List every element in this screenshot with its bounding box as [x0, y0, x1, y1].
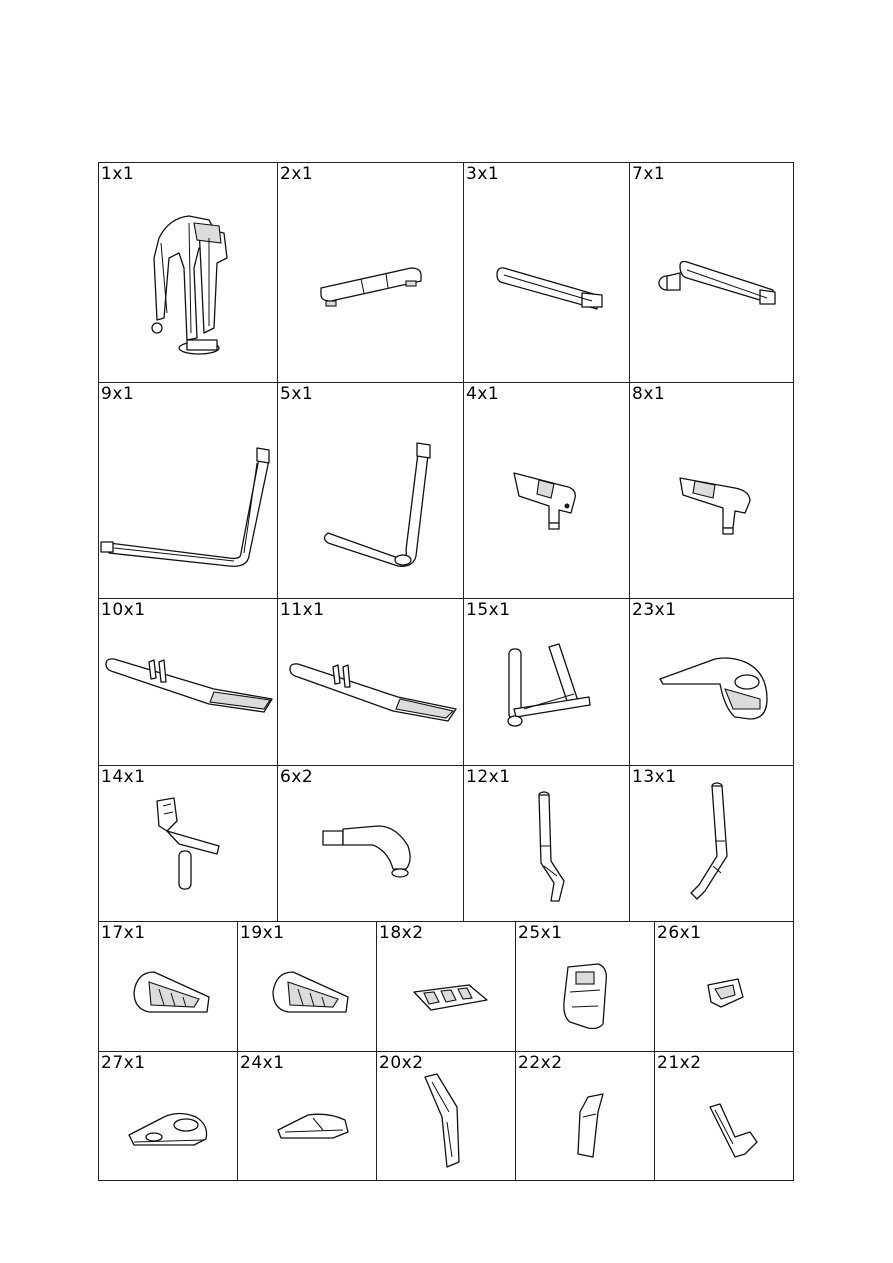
console-mast-icon — [149, 796, 229, 896]
part-label: 10x1 — [101, 600, 146, 620]
part-label: 27x1 — [101, 1053, 146, 1073]
part-label: 24x1 — [240, 1053, 285, 1073]
part-label: 3x1 — [466, 164, 500, 184]
right-pedal-icon — [268, 967, 353, 1022]
part-cell: 10x1 — [98, 598, 278, 766]
part-cell: 8x1 — [629, 382, 794, 599]
part-cell: 27x1 — [98, 1051, 238, 1181]
part-cell: 24x1 — [237, 1051, 377, 1181]
rear-stabilizer-tube-icon — [492, 263, 607, 318]
part-cell: 6x2 — [277, 765, 464, 922]
right-pedal-arm-icon — [288, 659, 460, 729]
part-cell: 26x1 — [654, 921, 794, 1052]
part-cell: 15x1 — [463, 598, 630, 766]
left-bracket-icon — [509, 468, 589, 538]
part-label: 7x1 — [632, 164, 666, 184]
part-cell: 7x1 — [629, 162, 794, 383]
handlebar-post-icon — [494, 639, 599, 739]
left-pedal-icon — [129, 967, 214, 1022]
right-support-frame-icon — [318, 438, 438, 568]
part-label: 15x1 — [466, 600, 511, 620]
right-bracket-icon — [675, 473, 760, 543]
part-label: 17x1 — [101, 923, 146, 943]
main-frame-assembly-icon — [139, 208, 239, 358]
connecting-tube-icon — [655, 258, 780, 318]
part-label: 2x1 — [280, 164, 314, 184]
part-cell: 23x1 — [629, 598, 794, 766]
front-stabilizer-icon — [316, 263, 426, 313]
part-label: 23x1 — [632, 600, 677, 620]
pedal-pad-icon — [409, 982, 489, 1017]
part-cell: 22x2 — [515, 1051, 655, 1181]
rear-cover-icon — [273, 1110, 353, 1145]
part-cell: 20x2 — [376, 1051, 516, 1181]
part-label: 26x1 — [657, 923, 702, 943]
part-cell: 2x1 — [277, 162, 464, 383]
part-label: 21x2 — [657, 1053, 702, 1073]
part-label: 8x1 — [632, 384, 666, 404]
part-label: 20x2 — [379, 1053, 424, 1073]
part-label: 18x2 — [379, 923, 424, 943]
part-cell: 25x1 — [515, 921, 655, 1052]
part-label: 19x1 — [240, 923, 285, 943]
left-support-frame-icon — [99, 438, 279, 568]
part-label: 22x2 — [518, 1053, 563, 1073]
part-label: 4x1 — [466, 384, 500, 404]
part-label: 13x1 — [632, 767, 677, 787]
part-label: 1x1 — [101, 164, 135, 184]
curved-foot-icon — [318, 821, 418, 886]
handlebar-cover-icon — [417, 1072, 472, 1172]
part-cell: 21x2 — [654, 1051, 794, 1181]
part-cell: 13x1 — [629, 765, 794, 922]
part-cell: 1x1 — [98, 162, 278, 383]
right-handlebar-icon — [685, 781, 745, 911]
part-label: 9x1 — [101, 384, 135, 404]
left-pedal-arm-icon — [104, 654, 276, 724]
lower-arm-cover-icon — [705, 1102, 765, 1162]
part-cell: 19x1 — [237, 921, 377, 1052]
small-cover-icon — [703, 977, 748, 1012]
part-label: 11x1 — [280, 600, 325, 620]
part-label: 25x1 — [518, 923, 563, 943]
console-cover-icon — [655, 654, 775, 724]
base-cover-icon — [124, 1107, 214, 1152]
part-cell: 12x1 — [463, 765, 630, 922]
part-cell: 9x1 — [98, 382, 278, 599]
part-cell: 11x1 — [277, 598, 464, 766]
part-cell: 14x1 — [98, 765, 278, 922]
part-label: 6x2 — [280, 767, 314, 787]
part-cell: 18x2 — [376, 921, 516, 1052]
parts-grid: 1x1 2x1 3x1 — [98, 162, 794, 1181]
part-label: 5x1 — [280, 384, 314, 404]
left-handlebar-icon — [529, 791, 574, 906]
part-cell: 5x1 — [277, 382, 464, 599]
part-cell: 4x1 — [463, 382, 630, 599]
arm-cover-icon — [568, 1092, 608, 1162]
part-cell: 3x1 — [463, 162, 630, 383]
part-label: 14x1 — [101, 767, 146, 787]
part-label: 12x1 — [466, 767, 511, 787]
cover-plate-icon — [558, 962, 613, 1032]
part-cell: 17x1 — [98, 921, 238, 1052]
